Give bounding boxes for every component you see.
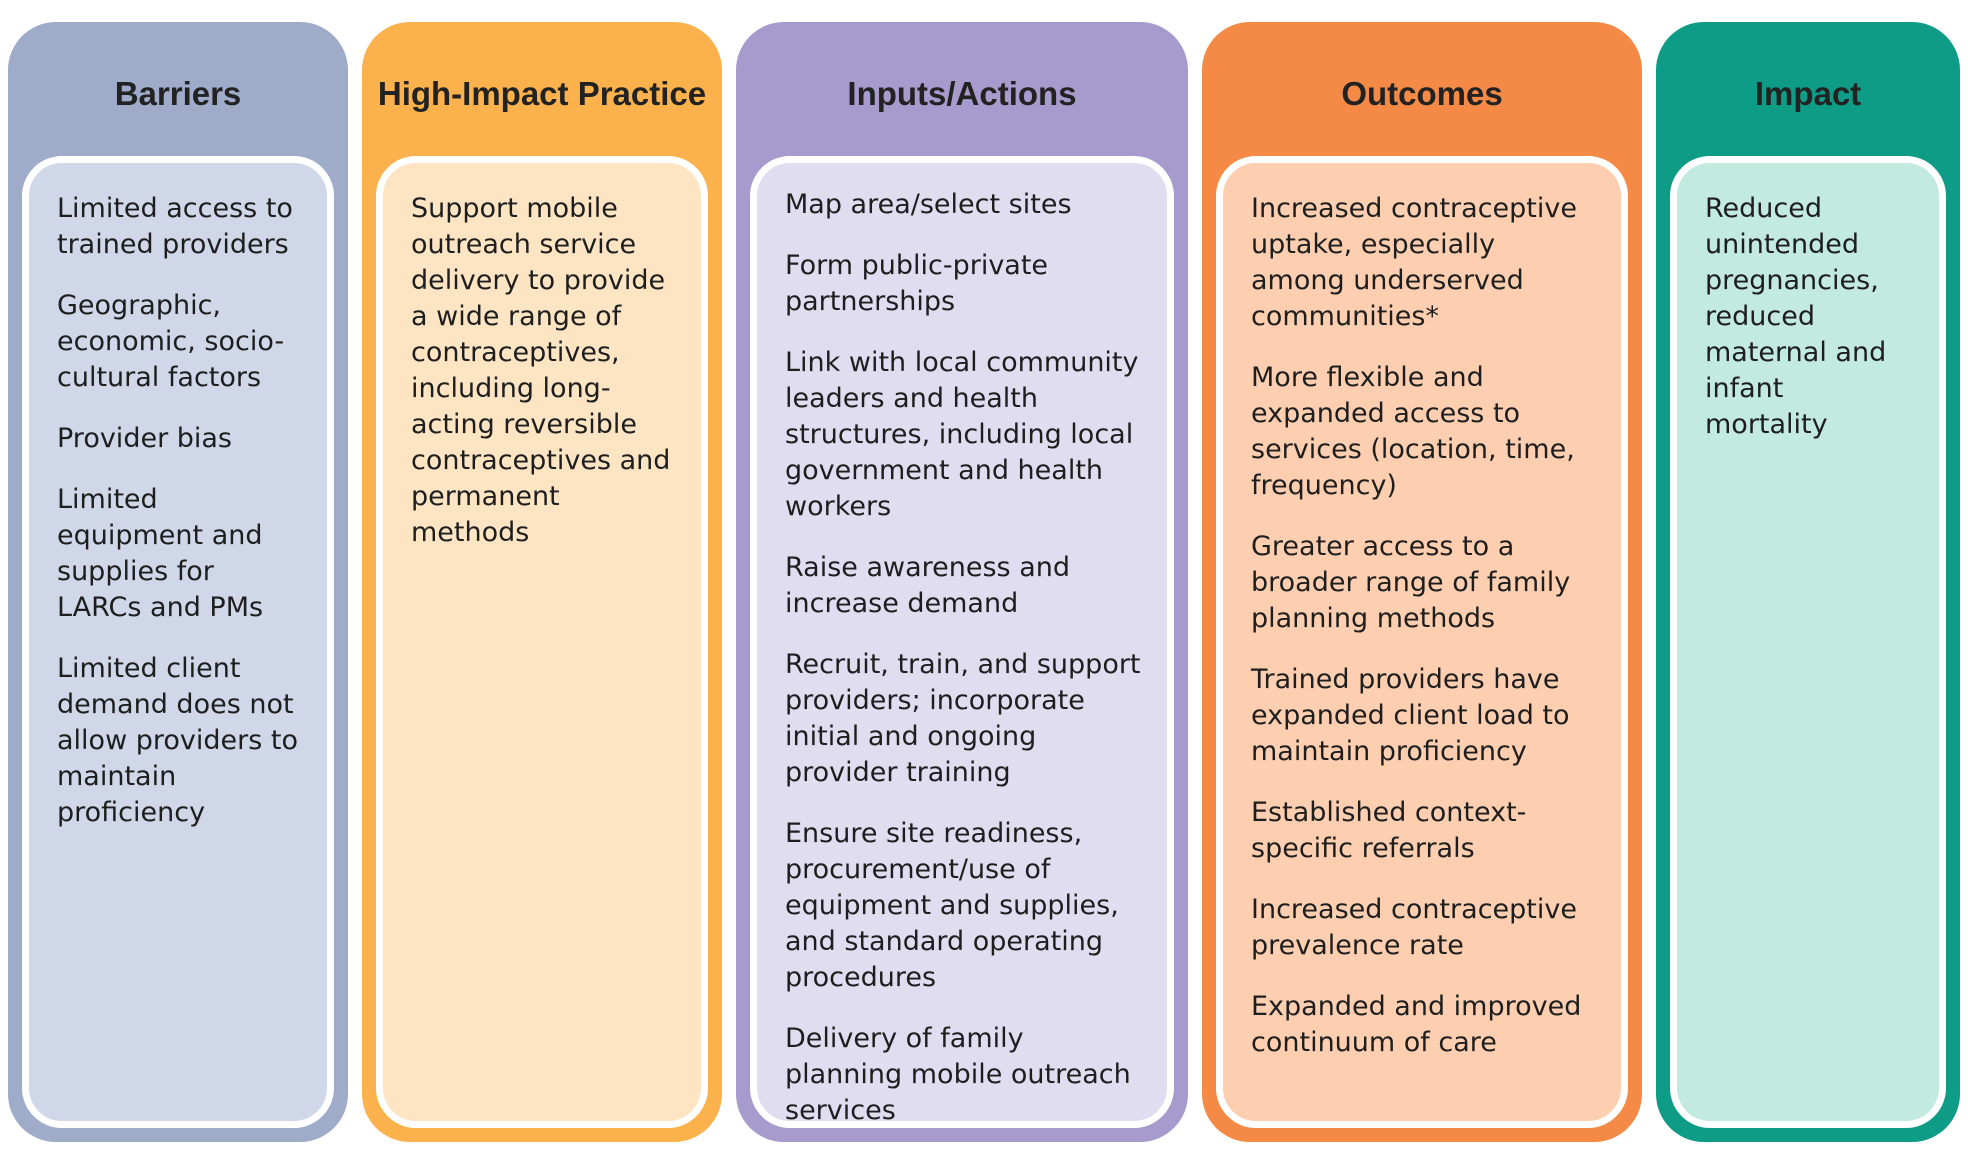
outcome-item: Increased contraceptive prevalence rate [1251, 894, 1577, 961]
barriers-panel: Limited access to trained providers Geog… [22, 156, 334, 1128]
action-item: Link with local community leaders and he… [785, 347, 1139, 522]
barrier-item: Limited access to trained providers [57, 193, 293, 260]
high-impact-practice-panel: Support mobile outreach service delivery… [376, 156, 708, 1128]
impact-panel: Reduced unintended pregnancies, reduced … [1670, 156, 1946, 1128]
action-item: Recruit, train, and support providers; i… [785, 649, 1141, 788]
outcome-item: Greater access to a broader range of fam… [1251, 531, 1571, 634]
barrier-item: Limited client demand does not allow pro… [57, 653, 298, 828]
action-item: Ensure site readiness, procurement/use o… [785, 818, 1119, 993]
barrier-item: Provider bias [57, 423, 232, 454]
high-impact-practice-column: High-Impact Practice Support mobile outr… [362, 22, 722, 1142]
impact-item: Reduced unintended pregnancies, reduced … [1705, 193, 1887, 440]
action-item: Delivery of family planning mobile outre… [785, 1023, 1131, 1126]
barrier-item: Limited equipment and supplies for LARCs… [57, 484, 264, 623]
outcome-item: More flexible and expanded access to ser… [1251, 362, 1575, 501]
practice-item: Support mobile outreach service delivery… [411, 193, 671, 548]
inputs-actions-panel: Map area/select sites Form public-privat… [750, 156, 1174, 1128]
barriers-title: Barriers [114, 75, 242, 112]
impact-column: Impact Reduced unintended pregnancies, r… [1656, 22, 1960, 1142]
impact-title: Impact [1754, 75, 1862, 112]
barriers-column: Barriers Limited access to trained provi… [8, 22, 348, 1142]
outcomes-title: Outcomes [1341, 75, 1503, 112]
outcomes-column: Outcomes Increased contraceptive uptake,… [1202, 22, 1642, 1142]
inputs-actions-column: Inputs/Actions Map area/select sites For… [736, 22, 1188, 1142]
action-item: Map area/select sites [785, 189, 1072, 220]
outcome-item: Established context-specific referrals [1251, 797, 1527, 864]
inputs-actions-title: Inputs/Actions [847, 75, 1077, 112]
outcome-item: Trained providers have expanded client l… [1251, 664, 1570, 767]
barrier-item: Geographic, economic, socio-cultural fac… [57, 290, 285, 393]
action-item: Raise awareness and increase demand [785, 552, 1071, 619]
outcome-item: Increased contraceptive uptake, especial… [1251, 193, 1577, 332]
action-item: Form public-private partnerships [785, 250, 1049, 317]
outcome-item: Expanded and improved continuum of care [1251, 991, 1582, 1058]
high-impact-practice-title: High-Impact Practice [377, 75, 707, 112]
outcomes-panel: Increased contraceptive uptake, especial… [1216, 156, 1628, 1128]
